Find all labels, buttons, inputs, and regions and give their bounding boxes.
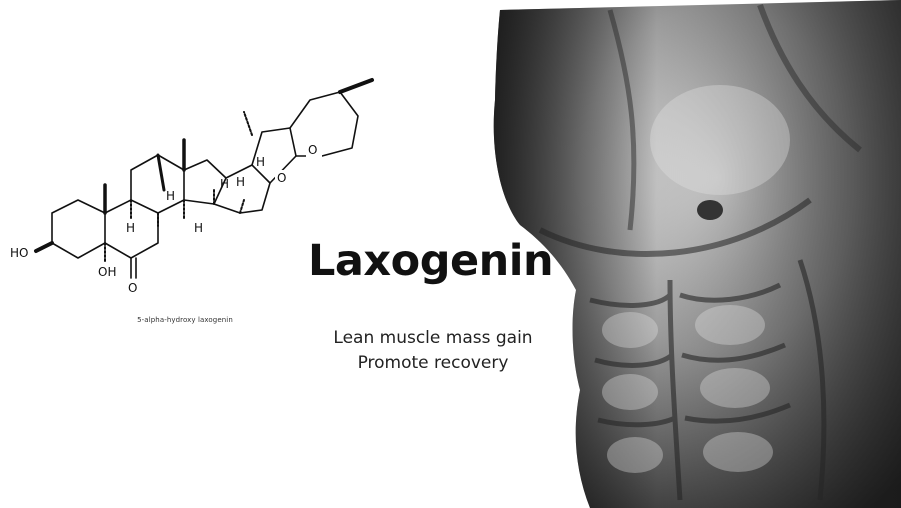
atom-h: H bbox=[220, 177, 229, 191]
atom-h: H bbox=[256, 155, 265, 169]
benefit-text-muscle: Lean muscle mass gain bbox=[333, 328, 533, 348]
atom-h: H bbox=[126, 221, 135, 235]
atom-ho: HO bbox=[10, 246, 28, 260]
muscular-torso-image bbox=[493, 0, 901, 508]
atom-ring-o-pyran: O bbox=[308, 143, 317, 157]
atom-h: H bbox=[194, 221, 203, 235]
atom-ring-o-furan: O bbox=[277, 171, 286, 185]
benefit-text-recovery: Promote recovery bbox=[357, 353, 509, 373]
molecule-caption: 5-alpha-hydroxy laxogenin bbox=[137, 316, 233, 324]
atom-h: H bbox=[166, 189, 175, 203]
atom-oh: OH bbox=[98, 265, 116, 279]
atom-h: H bbox=[236, 175, 245, 189]
atom-ketone-o: O bbox=[128, 281, 137, 295]
molecule-structure: HO OH O O O H H H H H H bbox=[10, 78, 374, 295]
product-title: Laxogenin bbox=[308, 236, 554, 286]
